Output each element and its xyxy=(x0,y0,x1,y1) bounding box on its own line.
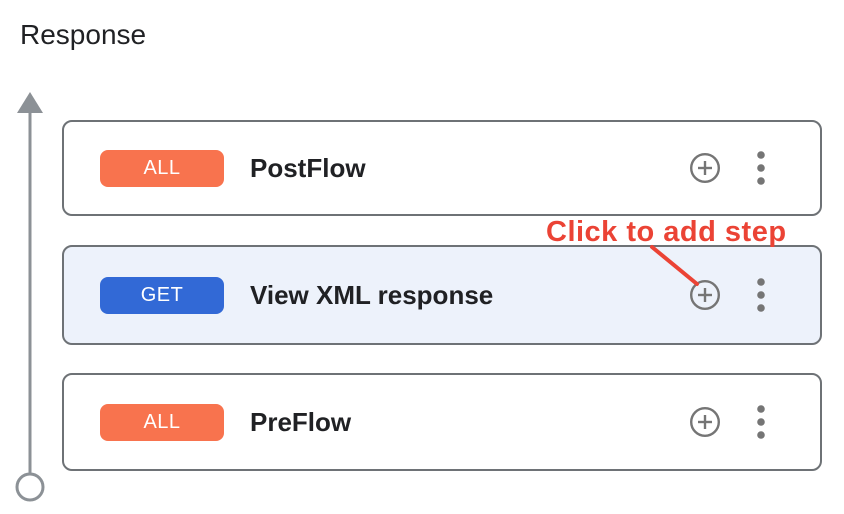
more-options-button[interactable] xyxy=(757,278,765,312)
kebab-menu-icon xyxy=(757,405,765,439)
card-actions xyxy=(688,151,765,185)
annotation-label: Click to add step xyxy=(546,216,787,248)
add-step-button[interactable] xyxy=(688,278,722,312)
add-step-button[interactable] xyxy=(688,151,722,185)
method-badge: ALL xyxy=(100,403,224,441)
more-options-button[interactable] xyxy=(757,151,765,185)
method-badge: GET xyxy=(100,276,224,314)
method-badge: ALL xyxy=(100,149,224,187)
arrow-up-head xyxy=(17,92,43,113)
kebab-menu-icon xyxy=(757,151,765,185)
flow-name: PreFlow xyxy=(250,406,352,437)
add-step-icon xyxy=(689,279,721,311)
flow-name: View XML response xyxy=(250,279,494,310)
flow-card-preflow[interactable]: ALL PreFlow xyxy=(62,373,822,471)
flow-card-view-xml-response[interactable]: GET View XML response xyxy=(62,245,822,345)
flow-start-circle xyxy=(15,472,45,502)
flow-direction-arrow xyxy=(15,92,45,502)
add-step-button[interactable] xyxy=(688,405,722,439)
flow-card-postflow[interactable]: ALL PostFlow xyxy=(62,120,822,216)
add-step-icon xyxy=(689,406,721,438)
add-step-icon xyxy=(689,152,721,184)
card-actions xyxy=(688,278,765,312)
more-options-button[interactable] xyxy=(757,405,765,439)
kebab-menu-icon xyxy=(757,278,765,312)
card-actions xyxy=(688,405,765,439)
flow-name: PostFlow xyxy=(250,152,366,183)
page-title: Response xyxy=(20,19,147,50)
